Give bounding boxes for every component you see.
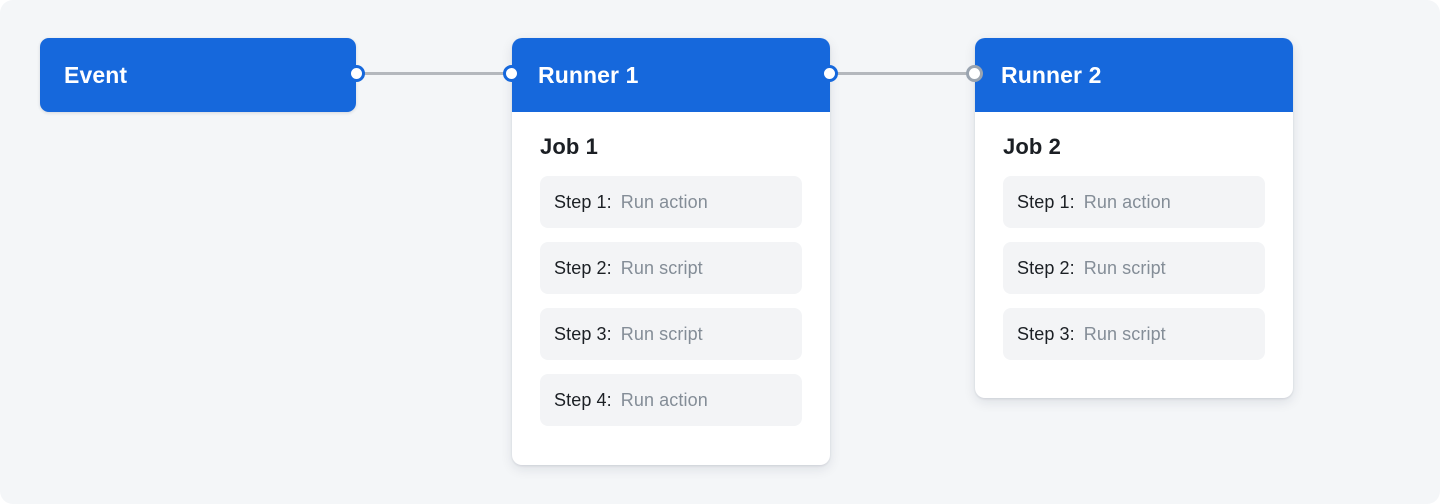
step-label: Step 2: [1017, 257, 1075, 278]
step-row[interactable]: Step 3: Run script [1003, 308, 1265, 360]
step-row[interactable]: Step 4: Run action [540, 374, 802, 426]
runner-2-title: Runner 2 [1001, 61, 1102, 88]
runner-card-1[interactable]: Runner 1 Job 1 Step 1: Run action Step 2… [512, 38, 830, 465]
connector-dot-event-output[interactable] [348, 65, 365, 82]
connector-dot-runner-1-output[interactable] [821, 65, 838, 82]
step-value: Run action [620, 389, 708, 410]
runner-card-2[interactable]: Runner 2 Job 2 Step 1: Run action Step 2… [975, 38, 1293, 398]
runner-1-header: Runner 1 [512, 38, 830, 112]
runner-1-step-list: Step 1: Run action Step 2: Run script St… [540, 166, 802, 426]
event-node[interactable]: Event [40, 38, 356, 112]
step-row[interactable]: Step 2: Run script [540, 242, 802, 294]
runner-1-body: Job 1 Step 1: Run action Step 2: Run scr… [512, 112, 830, 426]
step-value: Run script [620, 323, 703, 344]
connector-line-event-to-runner-1 [356, 72, 512, 75]
runner-2-step-list: Step 1: Run action Step 2: Run script St… [1003, 166, 1265, 360]
step-row[interactable]: Step 2: Run script [1003, 242, 1265, 294]
step-label: Step 2: [554, 257, 612, 278]
step-row[interactable]: Step 1: Run action [1003, 176, 1265, 228]
step-value: Run script [1083, 323, 1166, 344]
step-row[interactable]: Step 3: Run script [540, 308, 802, 360]
step-row[interactable]: Step 1: Run action [540, 176, 802, 228]
step-value: Run script [1083, 257, 1166, 278]
event-node-label: Event [64, 61, 128, 88]
step-label: Step 3: [554, 323, 612, 344]
connector-dot-runner-1-input[interactable] [503, 65, 520, 82]
connector-dot-runner-2-input[interactable] [966, 65, 983, 82]
step-label: Step 1: [554, 191, 612, 212]
runner-2-body: Job 2 Step 1: Run action Step 2: Run scr… [975, 112, 1293, 360]
step-value: Run action [620, 191, 708, 212]
runner-2-header: Runner 2 [975, 38, 1293, 112]
runner-1-title: Runner 1 [538, 61, 639, 88]
step-value: Run action [1083, 191, 1171, 212]
job-2-title: Job 2 [1003, 134, 1061, 159]
step-label: Step 1: [1017, 191, 1075, 212]
connector-line-runner-1-to-runner-2 [830, 72, 975, 75]
step-label: Step 4: [554, 389, 612, 410]
job-1-title: Job 1 [540, 134, 598, 159]
step-label: Step 3: [1017, 323, 1075, 344]
step-value: Run script [620, 257, 703, 278]
